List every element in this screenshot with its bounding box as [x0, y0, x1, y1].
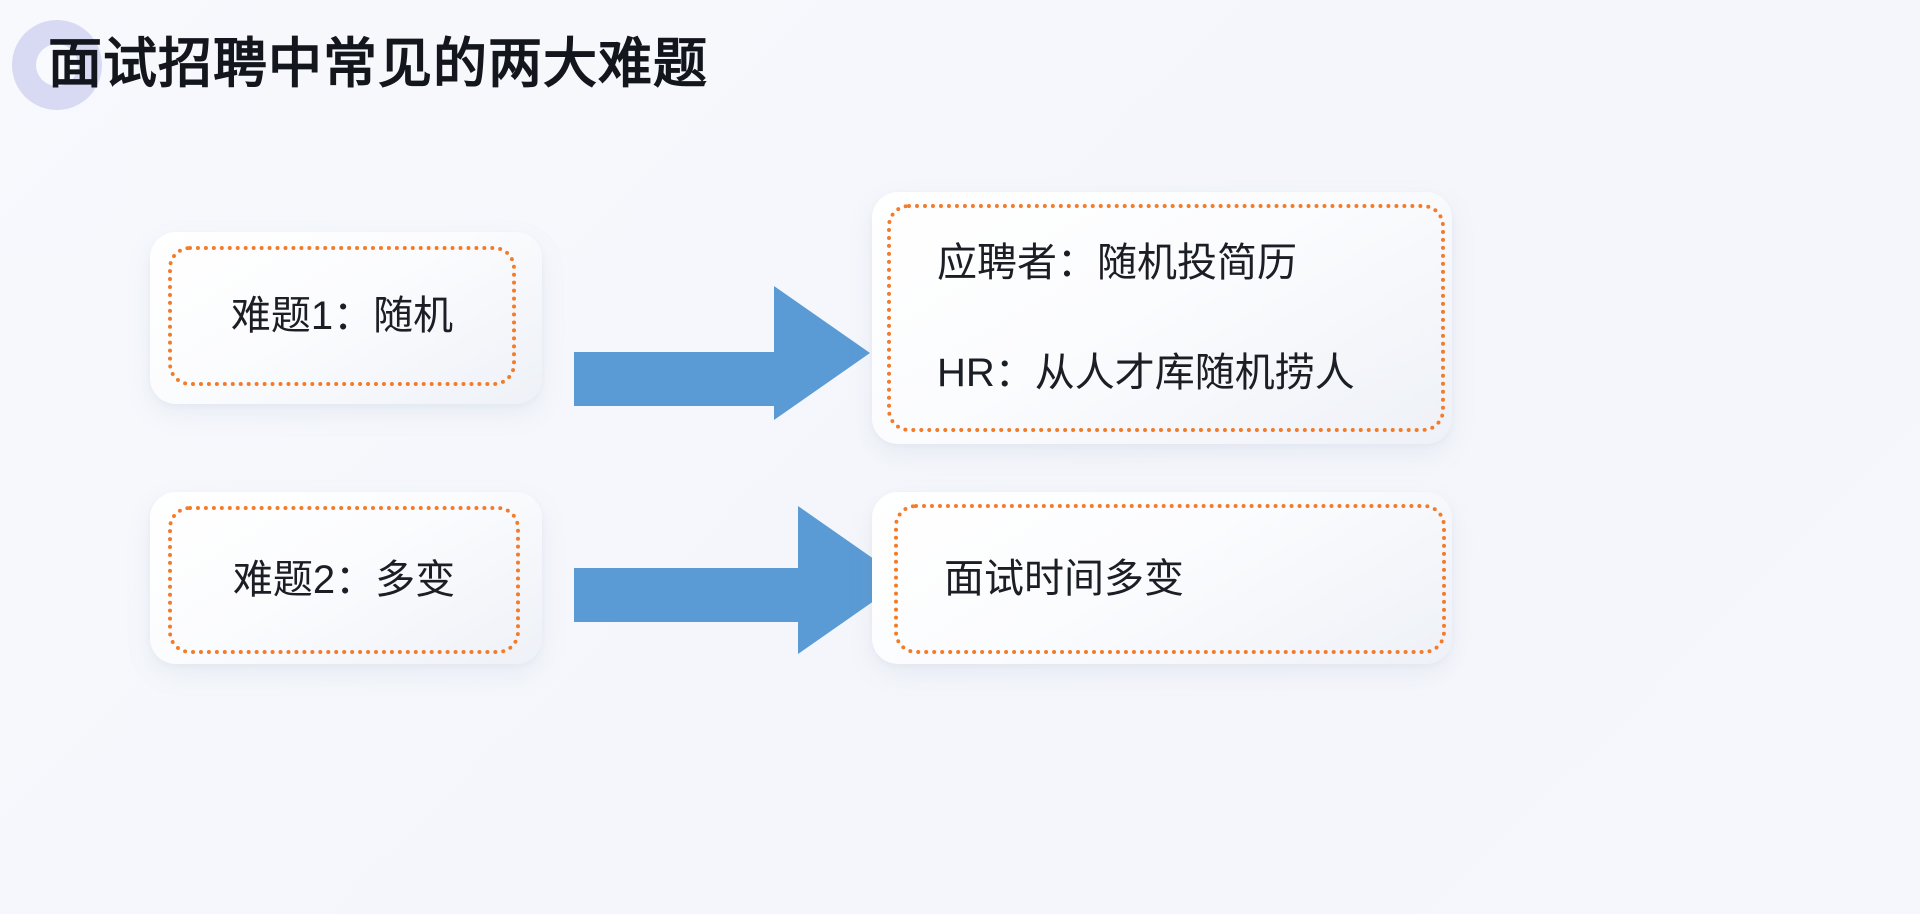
problem-box-2[interactable]: 难题2：多变 — [168, 506, 520, 654]
problem-label-2: 难题2：多变 — [232, 558, 456, 602]
title-decoration-ring — [12, 20, 102, 110]
right-arrow-icon-2 — [574, 506, 904, 654]
consequence-card-backdrop-2 — [872, 492, 1452, 664]
problem-card-backdrop-1 — [150, 232, 542, 404]
right-arrow-icon-1 — [574, 286, 870, 420]
consequence-card-backdrop-1 — [872, 192, 1452, 444]
consequence-box-2[interactable]: 面试时间多变 — [894, 504, 1446, 654]
problem-card-backdrop-2 — [150, 492, 542, 664]
problem-label-1: 难题1：随机 — [230, 294, 454, 338]
consequence-label-1-1: 应聘者：随机投简历 — [937, 241, 1297, 285]
consequence-label-2-1: 面试时间多变 — [944, 557, 1184, 601]
problem-box-1[interactable]: 难题1：随机 — [168, 246, 516, 386]
page-title: 面试招聘中常见的两大难题 — [48, 34, 708, 94]
consequence-box-1[interactable]: 应聘者：随机投简历 HR：从人才库随机捞人 — [887, 204, 1445, 432]
consequence-label-1-2: HR：从人才库随机捞人 — [937, 351, 1355, 395]
